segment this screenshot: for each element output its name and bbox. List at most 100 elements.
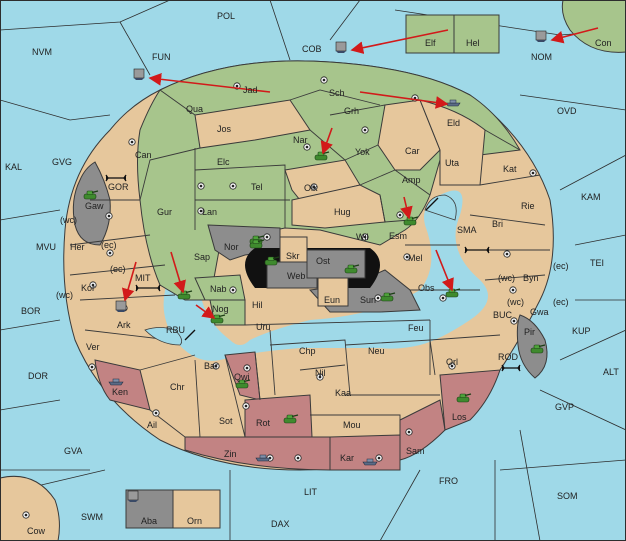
label-grh: Grh	[344, 106, 359, 116]
territory-hel[interactable]	[453, 14, 500, 54]
label-feu: Feu	[408, 323, 424, 333]
territory-ken[interactable]	[94, 359, 151, 411]
label-sap: Sap	[194, 252, 210, 262]
label-sma: SMA	[457, 225, 477, 235]
label-aba: Aba	[141, 516, 157, 526]
label-hil: Hil	[252, 300, 263, 310]
label-elc: Elc	[217, 157, 230, 167]
label-ken: Ken	[112, 387, 128, 397]
label-pir: Pir	[524, 327, 535, 337]
label-her: Her	[70, 242, 85, 252]
label-ec1: (ec)	[101, 240, 117, 250]
elf-hel-island	[405, 14, 500, 54]
label-nom: NOM	[531, 52, 552, 62]
label-nil: Nil	[315, 368, 326, 378]
island-cow[interactable]	[0, 475, 60, 541]
label-lit: LIT	[304, 487, 318, 497]
label-gva: GVA	[64, 446, 82, 456]
label-gaw: Gaw	[85, 201, 104, 211]
territory-labels: POL NVM FUN COB NOM Con Elf Hel Jad Sch …	[5, 11, 619, 536]
order-arrows	[121, 27, 599, 319]
label-rod: ROD	[498, 352, 519, 362]
label-olk: Olk	[304, 183, 318, 193]
label-rot: Rot	[256, 418, 271, 428]
label-buc: BUC	[493, 310, 513, 320]
label-ec2: (ec)	[553, 261, 569, 271]
label-ost: Ost	[316, 256, 331, 266]
label-alt: ALT	[603, 367, 619, 377]
label-dax: DAX	[271, 519, 290, 529]
territory-kar[interactable]	[329, 434, 401, 471]
label-mou: Mou	[343, 420, 361, 430]
label-nog: Nog	[212, 304, 229, 314]
label-sam: Sam	[406, 446, 425, 456]
label-swm: SWM	[81, 512, 103, 522]
inner-sea	[163, 190, 489, 361]
label-nar: Nar	[293, 135, 308, 145]
label-rbu: RBU	[166, 325, 185, 335]
sea-sma-inlet	[424, 194, 457, 221]
label-los: Los	[452, 412, 467, 422]
label-elf: Elf	[425, 38, 436, 48]
label-amp: Amp	[402, 175, 421, 185]
label-chp: Chp	[299, 346, 316, 356]
label-byn: Byn	[523, 273, 539, 283]
label-con: Con	[595, 38, 612, 48]
label-sun: Sun	[360, 295, 376, 305]
label-ec4: (ec)	[553, 297, 569, 307]
label-mvu: MVU	[36, 242, 56, 252]
label-bor: BOR	[21, 306, 41, 316]
label-uru: Uru	[256, 322, 271, 332]
label-gor: GOR	[108, 182, 129, 192]
label-ail: Ail	[147, 420, 157, 430]
label-rie: Rie	[521, 201, 535, 211]
label-kam: KAM	[581, 192, 601, 202]
label-mel: Mel	[408, 253, 423, 263]
territory-ost[interactable]	[306, 249, 366, 279]
aba-orn-island	[125, 489, 221, 529]
label-jos: Jos	[217, 124, 232, 134]
territory-jos[interactable]	[194, 99, 311, 149]
label-uta: Uta	[445, 158, 459, 168]
label-ver: Ver	[86, 342, 100, 352]
label-wc2: (wc)	[498, 273, 515, 283]
island-con[interactable]	[561, 0, 626, 53]
label-sch: Sch	[329, 88, 345, 98]
label-wil: Wil	[356, 232, 369, 242]
label-kaa: Kaa	[335, 388, 351, 398]
label-kor: Kor	[81, 283, 95, 293]
label-nab: Nab	[210, 284, 227, 294]
territory-nab[interactable]	[194, 274, 246, 301]
label-gwa: Gwa	[530, 307, 549, 317]
territory-gaw[interactable]	[72, 161, 111, 246]
territory-pir[interactable]	[516, 314, 548, 379]
label-kup: KUP	[572, 326, 591, 336]
label-hug: Hug	[334, 207, 351, 217]
label-qwi: Qwi	[234, 372, 250, 382]
label-mit: MIT	[135, 273, 151, 283]
label-skr: Skr	[286, 251, 300, 261]
label-jad: Jad	[243, 85, 258, 95]
province-borders	[69, 89, 550, 438]
label-can: Can	[135, 150, 152, 160]
territory-uta[interactable]	[419, 99, 486, 186]
label-nor: Nor	[224, 242, 239, 252]
territory-orn[interactable]	[172, 489, 221, 529]
label-neu: Neu	[368, 346, 385, 356]
territory-eun[interactable]	[317, 277, 349, 307]
label-kar: Kar	[340, 453, 354, 463]
label-sot: Sot	[219, 416, 233, 426]
label-wc1: (wc)	[60, 215, 77, 225]
label-zin: Zin	[224, 449, 237, 459]
label-bri: Bri	[492, 219, 503, 229]
label-bar: Bar	[204, 361, 218, 371]
label-orl: Orl	[446, 357, 458, 367]
convoy-links	[105, 174, 521, 372]
territory-los[interactable]	[439, 369, 501, 431]
territory-rot[interactable]	[244, 394, 313, 438]
label-chr: Chr	[170, 382, 185, 392]
label-esm: Esm	[389, 231, 407, 241]
label-cob: COB	[302, 44, 322, 54]
